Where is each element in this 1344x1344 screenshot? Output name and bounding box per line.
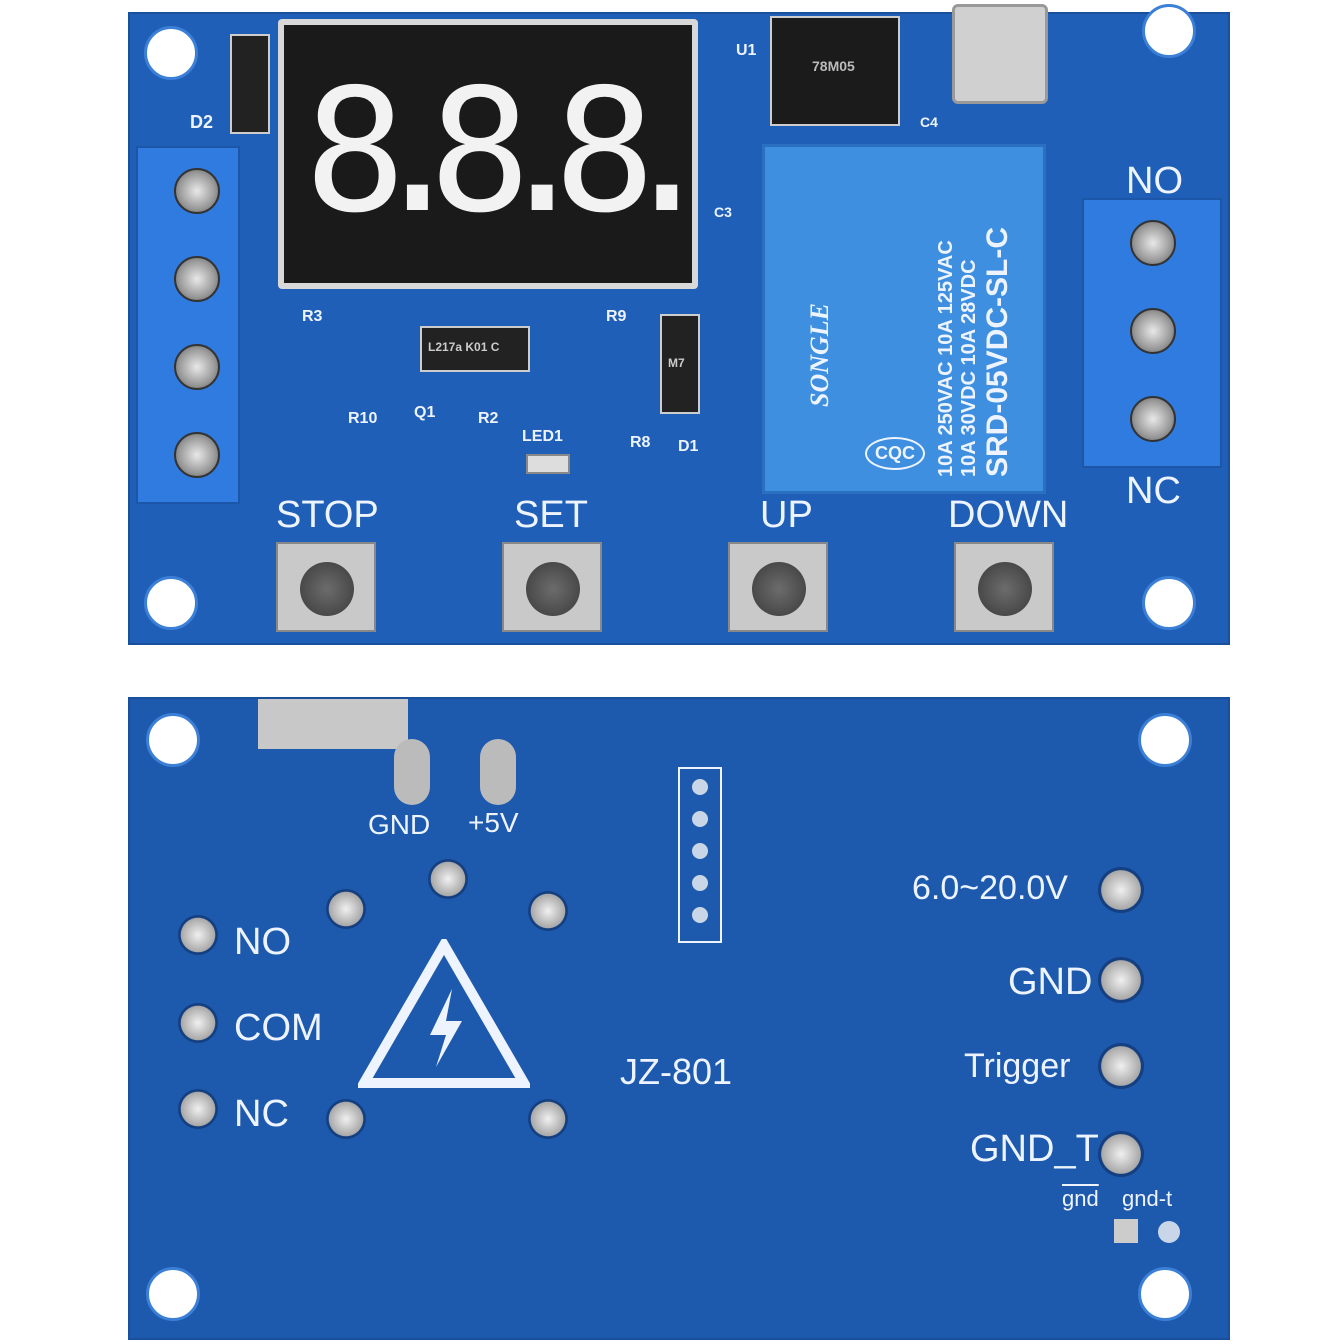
terminal-screw[interactable] (1130, 308, 1176, 354)
solder-pad (178, 915, 218, 955)
gnd-t-pad (1098, 1131, 1144, 1177)
relay-specs: 10A 250VAC 10A 125VAC 10A 30VDC 10A 28VD… (935, 227, 1015, 477)
optocoupler-marking: L217a K01 C (428, 340, 500, 354)
solder-pad (528, 891, 568, 931)
plus5v-pad (480, 739, 516, 805)
high-voltage-warning-icon (358, 939, 530, 1088)
label-d1: D1 (678, 438, 699, 455)
micro-usb-port[interactable] (952, 4, 1048, 104)
label-r9: R9 (606, 308, 627, 325)
solder-pad (428, 859, 468, 899)
label-down: DOWN (948, 494, 1069, 536)
mounting-hole (1138, 713, 1192, 767)
display-digits: 8.8.8. (304, 53, 692, 251)
set-button[interactable] (502, 542, 602, 632)
jumper-pad-square (1114, 1219, 1138, 1243)
pcb-top-side: 8.8.8. D2 78M05 U1 C4 C3 SONGLE CQC 10A … (128, 4, 1230, 645)
button-cap (526, 562, 580, 616)
pcb-bottom-side: GND +5V NO COM NC JZ-801 6.0~20.0V GND T… (128, 697, 1230, 1340)
relay: SONGLE CQC 10A 250VAC 10A 125VAC 10A 30V… (762, 144, 1046, 494)
relay-cert-mark: CQC (865, 437, 925, 470)
label-gnd-t-small: gnd-t (1122, 1186, 1173, 1211)
label-gnd-small: gnd (1062, 1186, 1099, 1211)
relay-model: SRD-05VDC-SL-C (981, 226, 1014, 477)
solder-pad (326, 889, 366, 929)
input-terminal-block (136, 146, 240, 504)
label-gnd-usb: GND (368, 809, 431, 840)
stop-button[interactable] (276, 542, 376, 632)
solder-pad (178, 1003, 218, 1043)
label-d2: D2 (190, 112, 214, 132)
header-pin (692, 811, 708, 827)
header-pin (692, 875, 708, 891)
solder-pad (326, 1099, 366, 1139)
seven-segment-display: 8.8.8. (278, 19, 698, 289)
jumper-pad-round (1158, 1221, 1180, 1243)
gnd-pad (394, 739, 430, 805)
terminal-screw[interactable] (1130, 396, 1176, 442)
button-cap (752, 562, 806, 616)
terminal-screw[interactable] (174, 432, 220, 478)
label-gnd-t: GND_T (970, 1128, 1099, 1170)
diode-d2 (230, 34, 270, 134)
label-model: JZ-801 (620, 1051, 733, 1092)
label-com: COM (234, 1007, 323, 1049)
label-no-bottom: NO (234, 921, 291, 963)
terminal-screw[interactable] (174, 344, 220, 390)
mounting-hole (1138, 1267, 1192, 1321)
label-nc-bottom: NC (234, 1093, 289, 1135)
label-c4: C4 (920, 114, 938, 130)
relay-spec-line1: 10A 250VAC 10A 125VAC (935, 240, 957, 477)
label-c3: C3 (714, 204, 732, 220)
down-button[interactable] (954, 542, 1054, 632)
relay-spec-line2: 10A 30VDC 10A 28VDC (958, 259, 980, 477)
label-r8: R8 (630, 434, 651, 451)
label-u1: U1 (736, 42, 757, 59)
label-nc: NC (1126, 470, 1181, 512)
relay-brand: SONGLE (805, 302, 834, 407)
label-no: NO (1126, 160, 1183, 202)
power-in-pad (1098, 867, 1144, 913)
pin-header (678, 767, 722, 943)
label-r2: R2 (478, 410, 499, 427)
solder-pad (528, 1099, 568, 1139)
mounting-hole (144, 26, 198, 80)
label-plus5v: +5V (468, 807, 519, 838)
button-cap (978, 562, 1032, 616)
terminal-screw[interactable] (174, 168, 220, 214)
voltage-regulator-u1: 78M05 (770, 16, 900, 126)
mounting-hole (1142, 4, 1196, 58)
mounting-hole (146, 1267, 200, 1321)
solder-pad (178, 1089, 218, 1129)
header-pin (692, 843, 708, 859)
up-button[interactable] (728, 542, 828, 632)
button-cap (300, 562, 354, 616)
label-r10: R10 (348, 410, 378, 427)
label-q1: Q1 (414, 404, 436, 421)
label-r3: R3 (302, 308, 323, 325)
status-led (526, 454, 570, 474)
trigger-pad (1098, 1043, 1144, 1089)
regulator-marking: 78M05 (812, 58, 855, 74)
label-up: UP (760, 494, 813, 536)
label-stop: STOP (276, 494, 379, 536)
diode-d1: M7 (660, 314, 700, 414)
label-led1: LED1 (522, 428, 563, 445)
gnd-pad (1098, 957, 1144, 1003)
label-set: SET (514, 494, 588, 536)
mounting-hole (144, 576, 198, 630)
usb-solder-tabs (258, 699, 408, 749)
relay-terminal-block (1082, 198, 1222, 468)
mounting-hole (1142, 576, 1196, 630)
label-voltage-range: 6.0~20.0V (912, 869, 1068, 907)
header-pin (692, 907, 708, 923)
label-trigger: Trigger (964, 1047, 1071, 1085)
optocoupler: L217a K01 C (420, 326, 530, 372)
diode-marking: M7 (668, 356, 685, 370)
mounting-hole (146, 713, 200, 767)
header-pin (692, 779, 708, 795)
label-gnd: GND (1008, 961, 1093, 1003)
terminal-screw[interactable] (1130, 220, 1176, 266)
terminal-screw[interactable] (174, 256, 220, 302)
